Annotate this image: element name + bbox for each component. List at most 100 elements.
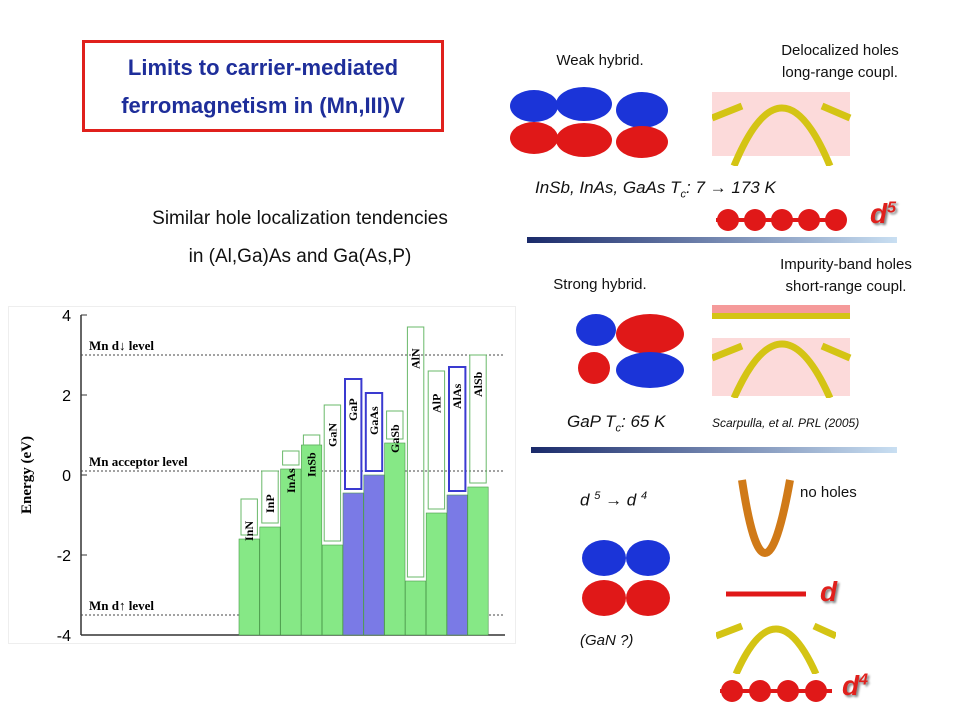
conduction-box-alsb <box>469 354 487 484</box>
valence-bar-inn <box>238 538 260 636</box>
band-line <box>812 622 836 640</box>
transition-label: d 5 → d 4 <box>580 490 647 511</box>
subtitle-line-2: in (Al,Ga)As and Ga(As,P) <box>188 246 412 267</box>
orbital-lobe <box>616 352 684 388</box>
compound-label-gasb: GaSb <box>388 424 402 453</box>
compound-label-insb: InSb <box>305 452 319 477</box>
impurity-holes-line-1: Impurity-band holes <box>780 256 912 273</box>
delocalized-holes-label: Delocalized holes long-range coupl. <box>740 40 940 84</box>
materials-tc-label: InSb, InAs, GaAs Tc: 7 → 173 K <box>535 178 776 200</box>
y-tick-label: 0 <box>62 468 71 485</box>
conduction-parabola <box>738 479 794 557</box>
orbital-lobe <box>616 126 668 158</box>
orbital-lobe <box>616 314 684 354</box>
valence-bar-gaas <box>363 474 385 636</box>
orbital-lobe <box>510 90 558 122</box>
valence-bar-inp <box>259 526 281 636</box>
conduction-box-inp <box>261 470 279 524</box>
divider-gradient-1 <box>527 237 897 243</box>
impurity-band <box>712 305 850 313</box>
conduction-box-gap <box>344 378 363 490</box>
title-line-2: ferromagnetism in (Mn,III)V <box>121 93 405 118</box>
title-box: Limits to carrier-mediated ferromagnetis… <box>82 40 444 132</box>
conduction-band-image <box>738 479 794 557</box>
conduction-box-gan <box>323 404 342 542</box>
d-level-line-image <box>726 591 806 597</box>
compound-label-gaas: GaAs <box>367 406 381 435</box>
d5-sup: 5 <box>887 199 897 217</box>
no-holes-label: no holes <box>800 484 857 501</box>
orbital-lobe <box>626 540 670 576</box>
impurity-band-image <box>712 305 852 398</box>
energy-level-label: Mn d↑ level <box>89 598 154 613</box>
d4-chain-image <box>720 680 832 702</box>
compound-label-inas: InAs <box>284 468 298 493</box>
orbital-lobe <box>578 352 610 384</box>
orbital-lobe <box>556 87 612 121</box>
conduction-box-gasb <box>386 410 404 440</box>
chain-atom <box>717 209 739 231</box>
impurity-holes-line-2: short-range coupl. <box>785 278 907 295</box>
materials-prefix: InSb, InAs, GaAs T <box>535 178 681 197</box>
band-line <box>712 102 744 122</box>
valence-band-image <box>716 622 836 674</box>
gap-tc-label: GaP Tc: 65 K <box>567 412 665 434</box>
gap-sub: c <box>615 422 622 435</box>
orbital-lobe <box>616 92 668 128</box>
strong-hybrid-label: Strong hybrid. <box>553 276 647 293</box>
compound-label-inn: InN <box>242 521 256 541</box>
chain-atom <box>825 209 847 231</box>
chain-atom <box>749 680 771 702</box>
compound-label-alsb: AlSb <box>471 371 485 397</box>
band-parabola <box>730 104 834 166</box>
orbital-lobe <box>556 123 612 157</box>
compound-label-alas: AlAs <box>450 383 464 409</box>
conduction-box-insb <box>302 434 321 446</box>
y-tick-label: -2 <box>57 548 71 565</box>
materials-sub: c <box>680 188 687 201</box>
chain-atom <box>721 680 743 702</box>
chain-atom <box>798 209 820 231</box>
impurity-band-holes-label: Impurity-band holes short-range coupl. <box>740 254 952 298</box>
d4-sup: 4 <box>859 671 869 689</box>
y-axis-label: Energy (eV) <box>19 436 35 514</box>
band-background <box>712 92 850 156</box>
band-parabola <box>730 340 834 398</box>
y-tick-label: -4 <box>57 628 71 643</box>
conduction-box-alp <box>427 370 446 510</box>
transition-b: d <box>626 490 637 510</box>
transition-a: d <box>580 490 590 510</box>
d4-main: d <box>842 670 860 701</box>
conduction-box-aln <box>406 326 425 578</box>
orbital-lobe <box>576 314 616 346</box>
valence-bar-gap <box>342 492 364 636</box>
conduction-box-gaas <box>364 392 384 472</box>
valence-bar-gasb <box>384 442 406 636</box>
compound-label-aln: AlN <box>409 348 423 369</box>
compound-label-inp: InP <box>263 494 277 513</box>
valence-bar-inas <box>280 468 302 636</box>
valence-bar-alp <box>425 512 447 636</box>
valence-bar-aln <box>405 580 427 636</box>
d4-orbital-image <box>582 540 670 616</box>
conduction-box-inas <box>282 450 300 466</box>
chain-atom <box>771 209 793 231</box>
impurity-band-yellow <box>712 313 850 319</box>
orbital-lobe <box>510 122 558 154</box>
title-line-1: Limits to carrier-mediated <box>127 55 399 80</box>
weak-hybrid-orbital-image <box>510 87 668 158</box>
delocalized-band-image <box>712 92 852 166</box>
gap-prefix: GaP T <box>567 412 616 431</box>
d5-label: d5 <box>870 198 896 230</box>
chain-atom <box>744 209 766 231</box>
band-line <box>712 342 744 362</box>
orbital-lobe <box>582 540 626 576</box>
conduction-box-inn <box>240 498 258 536</box>
delocalized-holes-line-2: long-range coupl. <box>782 64 898 81</box>
conduction-box-alas <box>448 366 467 492</box>
transition-a-sup: 5 <box>594 490 601 502</box>
divider-gradient-2 <box>531 447 897 453</box>
materials-suffix: : 7 → 173 K <box>686 178 776 197</box>
